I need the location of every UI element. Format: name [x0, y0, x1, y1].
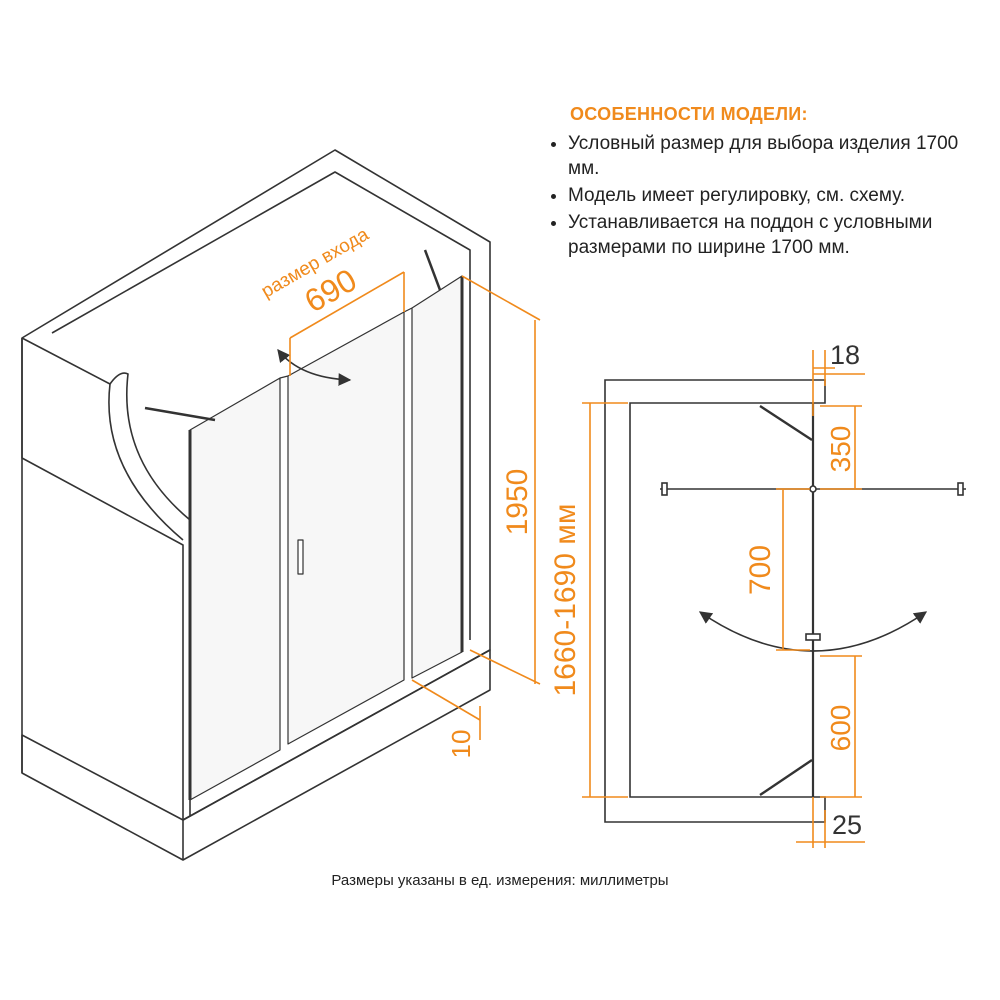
- plan-view: [604, 379, 966, 823]
- plan-wall: [604, 379, 826, 823]
- dim-wall-top: 18: [830, 340, 860, 370]
- feature-item: Модель имеет регулировку, см. схему.: [568, 183, 980, 208]
- plan-door-swing: [698, 611, 928, 652]
- features-title: ОСОБЕННОСТИ МОДЕЛИ:: [570, 104, 808, 124]
- model-features: ОСОБЕННОСТИ МОДЕЛИ: Условный размер для …: [540, 104, 980, 262]
- height-value: 1950: [501, 469, 534, 536]
- dim-top-segment: 350: [825, 426, 856, 473]
- dim-door-width: 700: [744, 545, 777, 595]
- units-footnote: Размеры указаны в ед. измерения: миллиме…: [331, 872, 669, 889]
- plan-dimensions: [582, 350, 865, 848]
- dim-wall-bottom: 25: [832, 810, 862, 840]
- feature-item: Устанавливается на поддон с условными ра…: [568, 210, 980, 260]
- curved-wall: [21, 337, 191, 820]
- isometric-view: [21, 149, 491, 861]
- door-swing-arrow: [277, 348, 352, 386]
- feature-item: Условный размер для выбора изделия 1700 …: [568, 131, 980, 181]
- back-wall-inner: [51, 171, 471, 640]
- glass-panels: [144, 249, 464, 801]
- features-list: Условный размер для выбора изделия 1700 …: [540, 131, 980, 260]
- iso-dimensions: [289, 271, 541, 740]
- dim-overall-length: 1660-1690 мм: [549, 503, 582, 696]
- gap-value: 10: [446, 730, 476, 759]
- dim-bottom-segment: 600: [825, 705, 856, 752]
